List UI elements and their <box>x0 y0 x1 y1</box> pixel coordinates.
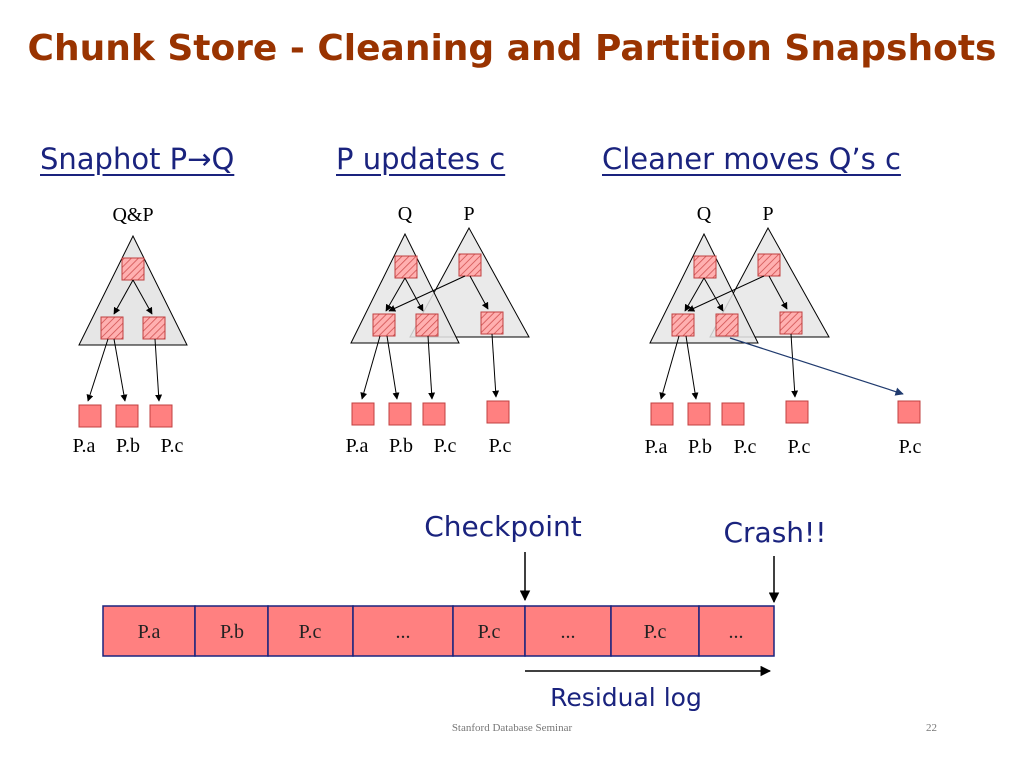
tree-node <box>715 313 739 337</box>
chunk <box>486 400 510 424</box>
log-cell <box>352 605 454 657</box>
log-cell <box>698 605 775 657</box>
tree-label-qp: Q&P <box>112 204 153 226</box>
residual-log-label: Residual log <box>550 683 702 712</box>
checkpoint-label: Checkpoint <box>424 510 582 543</box>
tree-node <box>779 311 803 335</box>
tree-edge <box>790 333 799 398</box>
tree-edge <box>491 333 500 398</box>
tree-node <box>480 311 504 335</box>
log-cell-label: ... <box>396 621 411 643</box>
tree-edge <box>113 338 128 402</box>
tree-edge <box>404 277 424 312</box>
chunk <box>78 404 102 428</box>
leaf-label: P.c <box>788 436 811 458</box>
tree-edge <box>687 275 765 312</box>
log-cell-label: P.b <box>220 621 244 643</box>
tree-node <box>100 316 124 340</box>
tree-label-p: P <box>762 203 773 225</box>
tree-edge <box>132 279 153 315</box>
log-cell-label: ... <box>561 621 576 643</box>
tree-node <box>671 313 695 337</box>
tree-node <box>394 255 418 279</box>
panel-1-header: Snaphot P→Q <box>40 142 235 176</box>
tree-edge <box>388 275 466 312</box>
page-number: 22 <box>926 722 937 734</box>
chunk <box>785 400 809 424</box>
panel-3-header: Cleaner moves Q’s c <box>602 142 901 176</box>
tree-edge <box>469 275 489 310</box>
log-cell-label: P.c <box>644 621 667 643</box>
log-cell <box>452 605 526 657</box>
leaf-label: P.c <box>899 436 922 458</box>
tree-edge <box>154 338 163 402</box>
tree-edge <box>703 277 724 312</box>
leaf-label: P.b <box>389 435 413 457</box>
chunk <box>721 402 745 426</box>
tree-edge <box>685 335 699 400</box>
log-cell-label: P.c <box>478 621 501 643</box>
crash-label: Crash!! <box>723 516 826 549</box>
log-strip: P.a P.b P.c ... P.c ... P.c ... <box>102 605 775 657</box>
tree-label-q: Q <box>398 203 413 225</box>
tree-label-q: Q <box>697 203 712 225</box>
log-cell-label: ... <box>729 621 744 643</box>
leaf-label: P.c <box>434 435 457 457</box>
chunk <box>115 404 139 428</box>
log-cell-label: P.a <box>138 621 161 643</box>
tree-edge <box>86 338 109 402</box>
log-cell <box>610 605 700 657</box>
tree-node <box>757 253 781 277</box>
panel-3-diagram: Q P P.a P.b P.c P.c P.c <box>645 203 922 458</box>
leaf-label: P.b <box>116 435 140 457</box>
tree-node <box>415 313 439 337</box>
slide-title: Chunk Store - Cleaning and Partition Sna… <box>27 28 997 69</box>
tree-node <box>693 255 717 279</box>
moved-chunk-arrow <box>729 337 904 396</box>
chunk <box>687 402 711 426</box>
panel-2-diagram: Q P P.a P.b P.c P.c <box>346 203 530 457</box>
chunk <box>351 402 375 426</box>
log-cell-label: P.c <box>299 621 322 643</box>
leaf-label: P.a <box>645 436 668 458</box>
tree-edge <box>360 335 381 400</box>
tree-edge <box>386 335 400 400</box>
footer: Stanford Database Seminar <box>451 722 573 734</box>
leaf-label: P.a <box>346 435 369 457</box>
qp-tree <box>78 234 188 346</box>
tree-edge <box>113 279 134 315</box>
tree-node <box>121 257 145 281</box>
chunk <box>388 402 412 426</box>
panel-1-diagram: Q&P P.a P.b P.c <box>73 204 188 457</box>
leaf-label: P.a <box>73 435 96 457</box>
tree-label-p: P <box>463 203 474 225</box>
tree-node <box>372 313 396 337</box>
tree-node <box>142 316 166 340</box>
panel-2-header: P updates c <box>336 142 506 176</box>
chunk <box>422 402 446 426</box>
chunk <box>650 402 674 426</box>
chunk <box>149 404 173 428</box>
log-cell <box>267 605 354 657</box>
leaf-label: P.b <box>688 436 712 458</box>
tree-edge <box>427 335 436 400</box>
leaf-label: P.c <box>489 435 512 457</box>
tree-edge <box>659 335 680 400</box>
tree-edge <box>768 275 788 310</box>
tree-node <box>458 253 482 277</box>
log-cell <box>524 605 612 657</box>
chunk <box>897 400 921 424</box>
leaf-label: P.c <box>161 435 184 457</box>
leaf-label: P.c <box>734 436 757 458</box>
